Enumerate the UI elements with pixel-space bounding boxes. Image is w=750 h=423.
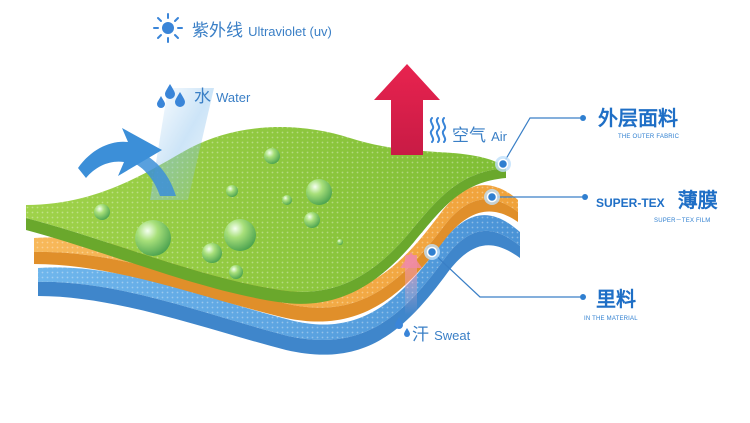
water-droplet [135, 220, 171, 256]
sweat-label: 汗 Sweat [412, 320, 470, 345]
lining-subtitle: IN THE MATERIAL [584, 316, 638, 322]
water-label-cn: 水 [194, 87, 211, 107]
water-droplet [264, 148, 280, 164]
water-droplet [337, 239, 343, 245]
outer-fabric-subtitle: THE OUTER FABRIC [618, 134, 680, 140]
air-arrow [374, 64, 440, 155]
sweat-beam [400, 252, 422, 315]
water-droplet [224, 219, 256, 251]
water-droplets [94, 148, 343, 279]
sun-icon [153, 13, 183, 43]
water-droplet [94, 204, 110, 220]
film-title-en: SUPER-TEX [596, 196, 665, 210]
film-layer [34, 185, 518, 322]
water-label: 水 Water [194, 82, 250, 107]
water-droplet [229, 265, 243, 279]
outer-fabric-caption: 外层面料 THE OUTER FABRIC [598, 102, 679, 140]
air-label-cn: 空气 [452, 126, 486, 146]
lining-caption: 里料 IN THE MATERIAL [584, 283, 638, 322]
layer-markers [424, 115, 588, 300]
water-label-en: Water [216, 90, 251, 105]
callout-outer-line [502, 117, 580, 165]
film-title-cn: 薄膜 [677, 188, 718, 212]
outer-fabric-title: 外层面料 [598, 106, 678, 130]
film-subtitle: SUPER－TEX FILM [654, 218, 711, 224]
lining-title: 里料 [596, 287, 636, 311]
water-droplet [306, 179, 332, 205]
air-label-en: Air [491, 129, 507, 144]
uv-label-en: Ultraviolet (uv) [248, 24, 332, 39]
air-label: 空气 Air [452, 121, 507, 146]
uv-label: 紫外线 Ultraviolet (uv) [192, 16, 332, 41]
uv-label-cn: 紫外线 [192, 21, 243, 41]
callout-lining-line [431, 251, 580, 298]
water-droplet [226, 185, 238, 197]
water-droplet [304, 212, 320, 228]
heat-waves-icon [429, 117, 447, 143]
raindrops-icon [157, 84, 185, 108]
sweat-label-cn: 汗 [412, 325, 429, 345]
sweat-drops-icon [395, 317, 410, 337]
callout-lines [431, 117, 582, 298]
film-caption: SUPER-TEX 薄膜 SUPER－TEX FILM [596, 184, 718, 224]
water-droplet [202, 243, 222, 263]
sweat-label-en: Sweat [434, 328, 471, 343]
water-droplet [282, 195, 292, 205]
water-deflect-arrow [78, 88, 214, 200]
